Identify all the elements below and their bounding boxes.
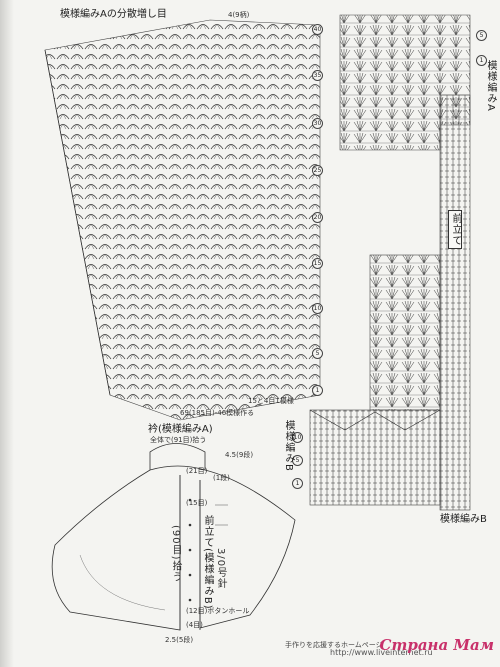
top-stitch-count: 4(9柄) xyxy=(228,11,250,19)
front-band-chart xyxy=(439,94,471,511)
needle-size: 3/0号針 xyxy=(215,548,226,590)
front-band-label: 前立て xyxy=(448,210,462,249)
site-logo: Страна Мам xyxy=(379,636,494,654)
chart-right-middle xyxy=(369,254,441,411)
buttonhole-note: (12目)ボタンホール xyxy=(186,607,250,615)
row-number: 25 xyxy=(312,165,323,176)
row-number: 10 xyxy=(312,303,323,314)
pickup-count: (90目)拾う xyxy=(170,525,181,583)
page-footer-note: 手作りを応援するホームページ xyxy=(285,641,383,649)
row-number: 1 xyxy=(292,478,303,489)
chart-left-fan xyxy=(44,19,321,421)
row-number: 5 xyxy=(476,30,487,41)
row-number: 10 xyxy=(292,432,303,443)
row-number: 40 xyxy=(312,24,323,35)
pattern-b-label: 模様編みB xyxy=(283,420,294,472)
row-number: 5 xyxy=(312,348,323,359)
front-band-schematic-label: 前立て(模様編みB) xyxy=(202,515,213,610)
chart-bottom-rib xyxy=(309,409,441,506)
bottom-depth: 2.5(5段) xyxy=(165,636,194,644)
row-number: 15 xyxy=(312,258,323,269)
buttonhole-count: (4目) xyxy=(186,621,203,629)
row-number: 30 xyxy=(312,118,323,129)
garment-schematic xyxy=(51,443,296,631)
collar-depth: 4.5(9段) xyxy=(225,451,254,459)
row-number: 35 xyxy=(312,70,323,81)
buttonhole-marks xyxy=(188,498,192,602)
side-count: (15目) xyxy=(186,499,208,507)
row-number: 5 xyxy=(292,455,303,466)
book-binding-shadow xyxy=(0,0,14,667)
row-number: 1 xyxy=(476,55,487,66)
pattern-repeat-note: 15と4目1模様 xyxy=(248,397,294,405)
pattern-b-bottom-label: 模様編みB xyxy=(440,514,487,525)
pattern-a-increase-title: 模様編みAの分散増し目 xyxy=(60,9,167,20)
watermark-url: http://www.liveinternet.ru xyxy=(330,648,433,657)
row-number: 1 xyxy=(312,385,323,396)
collar-title: 衿(模様編みA) xyxy=(148,424,213,435)
neck-count: (21目) xyxy=(186,467,208,475)
row-number: 20 xyxy=(312,212,323,223)
pattern-a-label: 模様編みA xyxy=(485,60,496,112)
collar-pickup-note: 全体で(91目)拾う xyxy=(150,436,207,444)
band-depth: (1段) xyxy=(213,474,230,482)
foundation-chain-note: 69(185目)-46模様作る xyxy=(180,409,255,417)
